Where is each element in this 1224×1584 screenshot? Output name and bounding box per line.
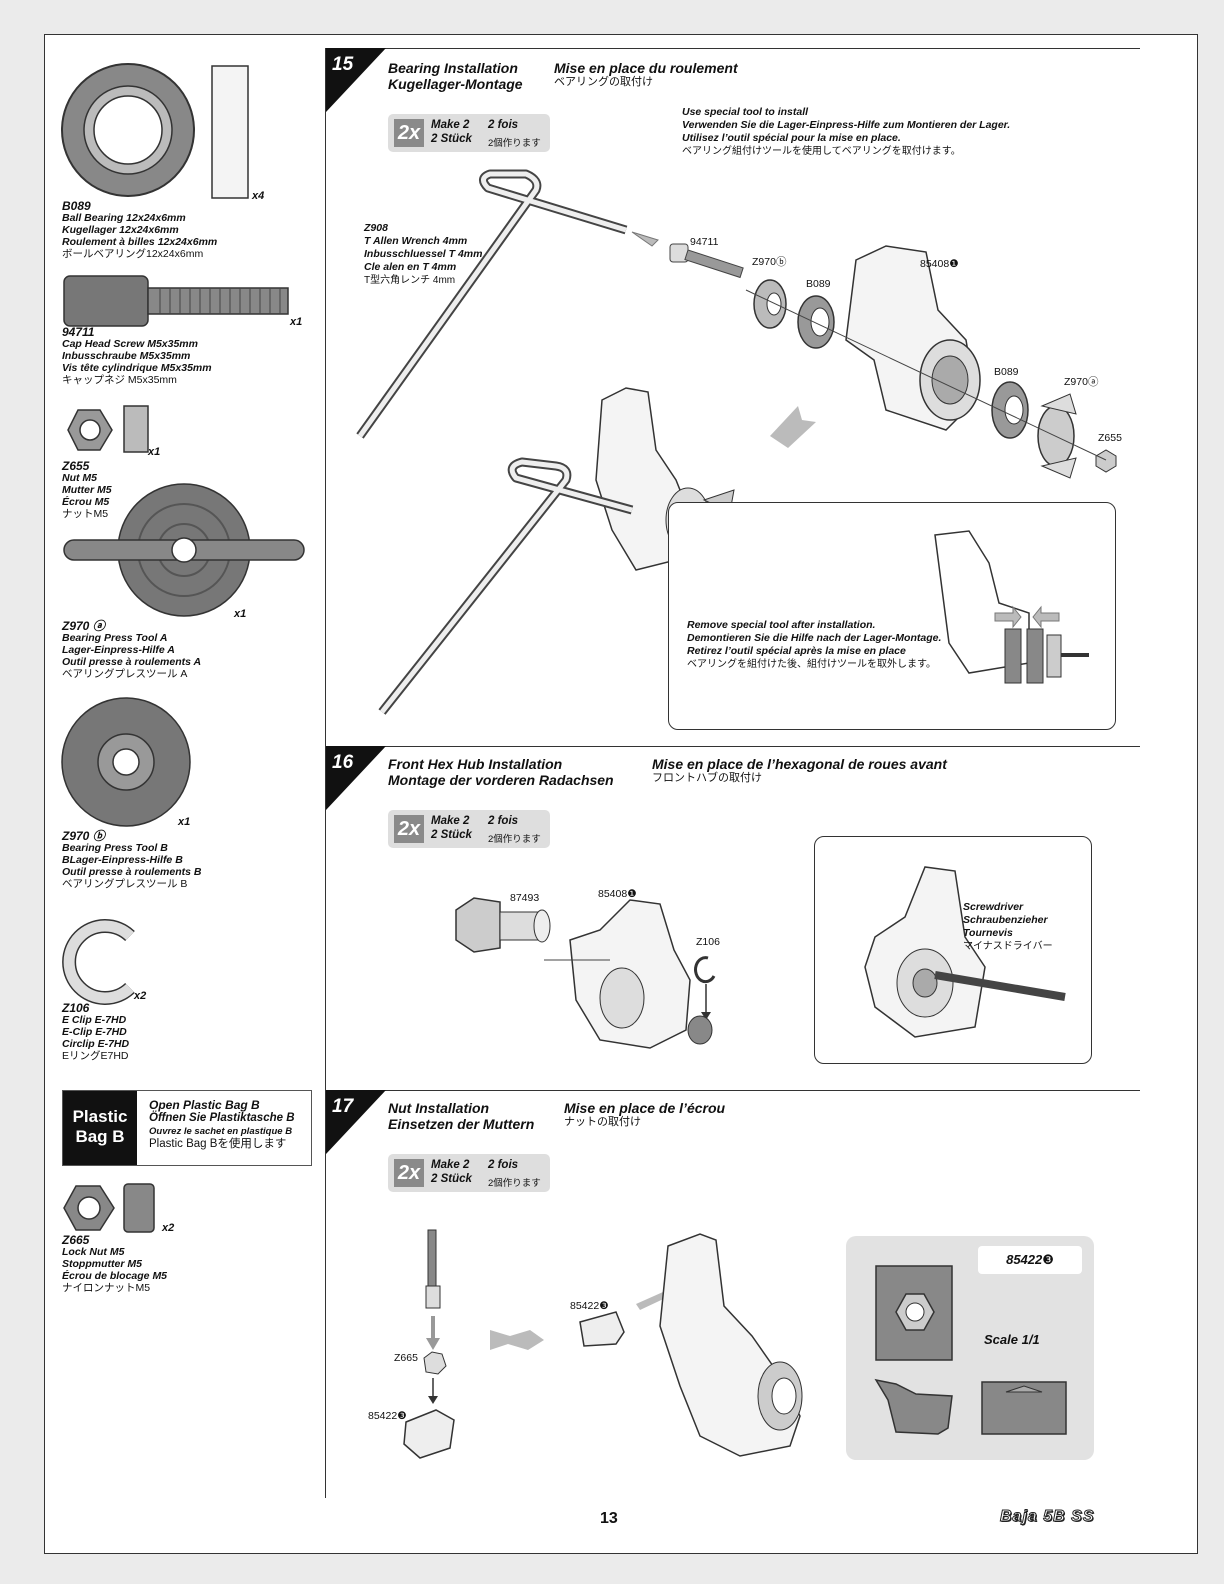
- letter-b-icon: ⓑ: [775, 256, 787, 268]
- part-z970b: Z970 ⓑ Bearing Press Tool B BLager-Einpr…: [62, 829, 202, 890]
- step-16-illustration: [455, 897, 716, 1049]
- step-16-number: 16: [332, 752, 354, 773]
- label-87493: 87493: [510, 892, 540, 904]
- plastic-bag-box: Plastic Bag B Open Plastic Bag B Öffnen …: [62, 1090, 312, 1166]
- step-17-title: Nut Installation Einsetzen der Muttern: [388, 1100, 535, 1132]
- part-b089: B089 Ball Bearing 12x24x6mm Kugellager 1…: [62, 199, 218, 260]
- make-2-badge: 2x Make 2 2 Stück 2 fois 2個作ります: [388, 1154, 550, 1192]
- label-85422: 85422❸: [570, 1300, 609, 1312]
- label-z655: Z655: [1098, 432, 1122, 444]
- number-1-icon: ❶: [627, 888, 637, 900]
- callout-detail-drawing: [934, 530, 1089, 684]
- remove-tool-callout: Remove special tool after installation. …: [668, 502, 1116, 730]
- number-3-icon: ❸: [599, 1300, 609, 1312]
- step-divider: [326, 1090, 1140, 1091]
- e-clip-drawing: [62, 919, 135, 1005]
- part-qty: x1: [290, 316, 303, 328]
- bag-instructions: Open Plastic Bag B Öffnen Sie Plastiktas…: [149, 1098, 295, 1151]
- step-divider: [326, 746, 1140, 747]
- letter-a-icon: ⓐ: [92, 619, 105, 633]
- part-94711: 94711 Cap Head Screw M5x35mm Inbusschrau…: [62, 325, 212, 386]
- step-15-number: 15: [332, 54, 354, 75]
- label-85422: 85422❸: [368, 1410, 407, 1422]
- step-16-title-alt: Mise en place de l’hexagonal de roues av…: [652, 756, 947, 784]
- tool-z908-label: Z908 T Allen Wrench 4mm Inbusschluessel …: [364, 222, 483, 286]
- nut-drawing: [67, 405, 149, 453]
- part-qty: x1: [234, 608, 247, 620]
- screwdriver-callout: Screwdriver Schraubenzieher Tournevis マイ…: [814, 836, 1092, 1064]
- label-b089: B089: [806, 278, 831, 290]
- number-1-icon: ❶: [949, 258, 959, 270]
- column-divider: [325, 48, 326, 1498]
- step-divider: [326, 48, 1140, 49]
- letter-a-icon: ⓐ: [1087, 376, 1099, 388]
- bag-title: Plastic Bag B: [63, 1091, 137, 1165]
- label-85408: 85408❶: [598, 888, 637, 900]
- press-tool-b-drawing: [61, 697, 191, 827]
- part-85422-panel: 85422❸ Scale 1/1: [846, 1236, 1094, 1460]
- part-85422-views: [874, 1265, 1067, 1435]
- label-85408: 85408❶: [920, 258, 959, 270]
- press-tool-a-drawing: [63, 483, 305, 617]
- label-z106: Z106: [696, 936, 720, 948]
- part-qty: x2: [134, 990, 147, 1002]
- screwdriver-detail-drawing: [864, 866, 1066, 1038]
- remove-tool-note: Remove special tool after installation. …: [687, 619, 942, 670]
- screwdriver-label: Screwdriver Schraubenzieher Tournevis マイ…: [963, 901, 1053, 952]
- page-number: 13: [600, 1510, 618, 1527]
- part-z665: Z665 Lock Nut M5 Stoppmutter M5 Écrou de…: [62, 1233, 168, 1294]
- part-z970a: Z970 ⓐ Bearing Press Tool A Lager-Einpre…: [62, 619, 202, 680]
- bearing-drawing: [61, 63, 249, 199]
- label-94711: 94711: [690, 236, 719, 248]
- part-qty: x4: [252, 190, 265, 202]
- panel-part-code: 85422❸: [978, 1246, 1082, 1274]
- screw-drawing: [63, 275, 289, 327]
- step-17-title-alt: Mise en place de l’écrou ナットの取付け: [564, 1100, 726, 1128]
- step-15-title-alt: Mise en place du roulement ベアリングの取付け: [554, 60, 738, 88]
- part-qty: x1: [178, 816, 191, 828]
- label-z970a: Z970ⓐ: [1064, 376, 1099, 388]
- step-17-illustration: [403, 1229, 803, 1459]
- part-z106: Z106 E Clip E-7HD E-Clip E-7HD Circlip E…: [62, 1001, 130, 1062]
- make-2-badge: 2x Make 2 2 Stück 2 fois 2個作ります: [388, 810, 550, 848]
- label-z665: Z665: [394, 1352, 418, 1364]
- make-2-badge: 2x Make 2 2 Stück 2 fois 2個作ります: [388, 114, 550, 152]
- lock-nut-drawing: [63, 1183, 155, 1233]
- label-z970b: Z970ⓑ: [752, 256, 787, 268]
- step-16-title: Front Hex Hub Installation Montage der v…: [388, 756, 614, 788]
- label-b089: B089: [994, 366, 1019, 378]
- step-17-number: 17: [332, 1096, 354, 1117]
- part-z655: Z655 Nut M5 Mutter M5 Écrou M5 ナットM5: [62, 459, 112, 520]
- brand-logo: Baja 5B SS: [999, 1508, 1095, 1526]
- part-qty: x1: [148, 446, 161, 458]
- step-15-title: Bearing Installation Kugellager-Montage: [388, 60, 523, 92]
- step-15-note: Use special tool to install Verwenden Si…: [682, 106, 1011, 157]
- number-3-icon: ❸: [1042, 1252, 1054, 1267]
- number-3-icon: ❸: [397, 1410, 407, 1422]
- scale-label: Scale 1/1: [984, 1332, 1040, 1347]
- letter-b-icon: ⓑ: [92, 829, 105, 843]
- part-qty: x2: [162, 1222, 175, 1234]
